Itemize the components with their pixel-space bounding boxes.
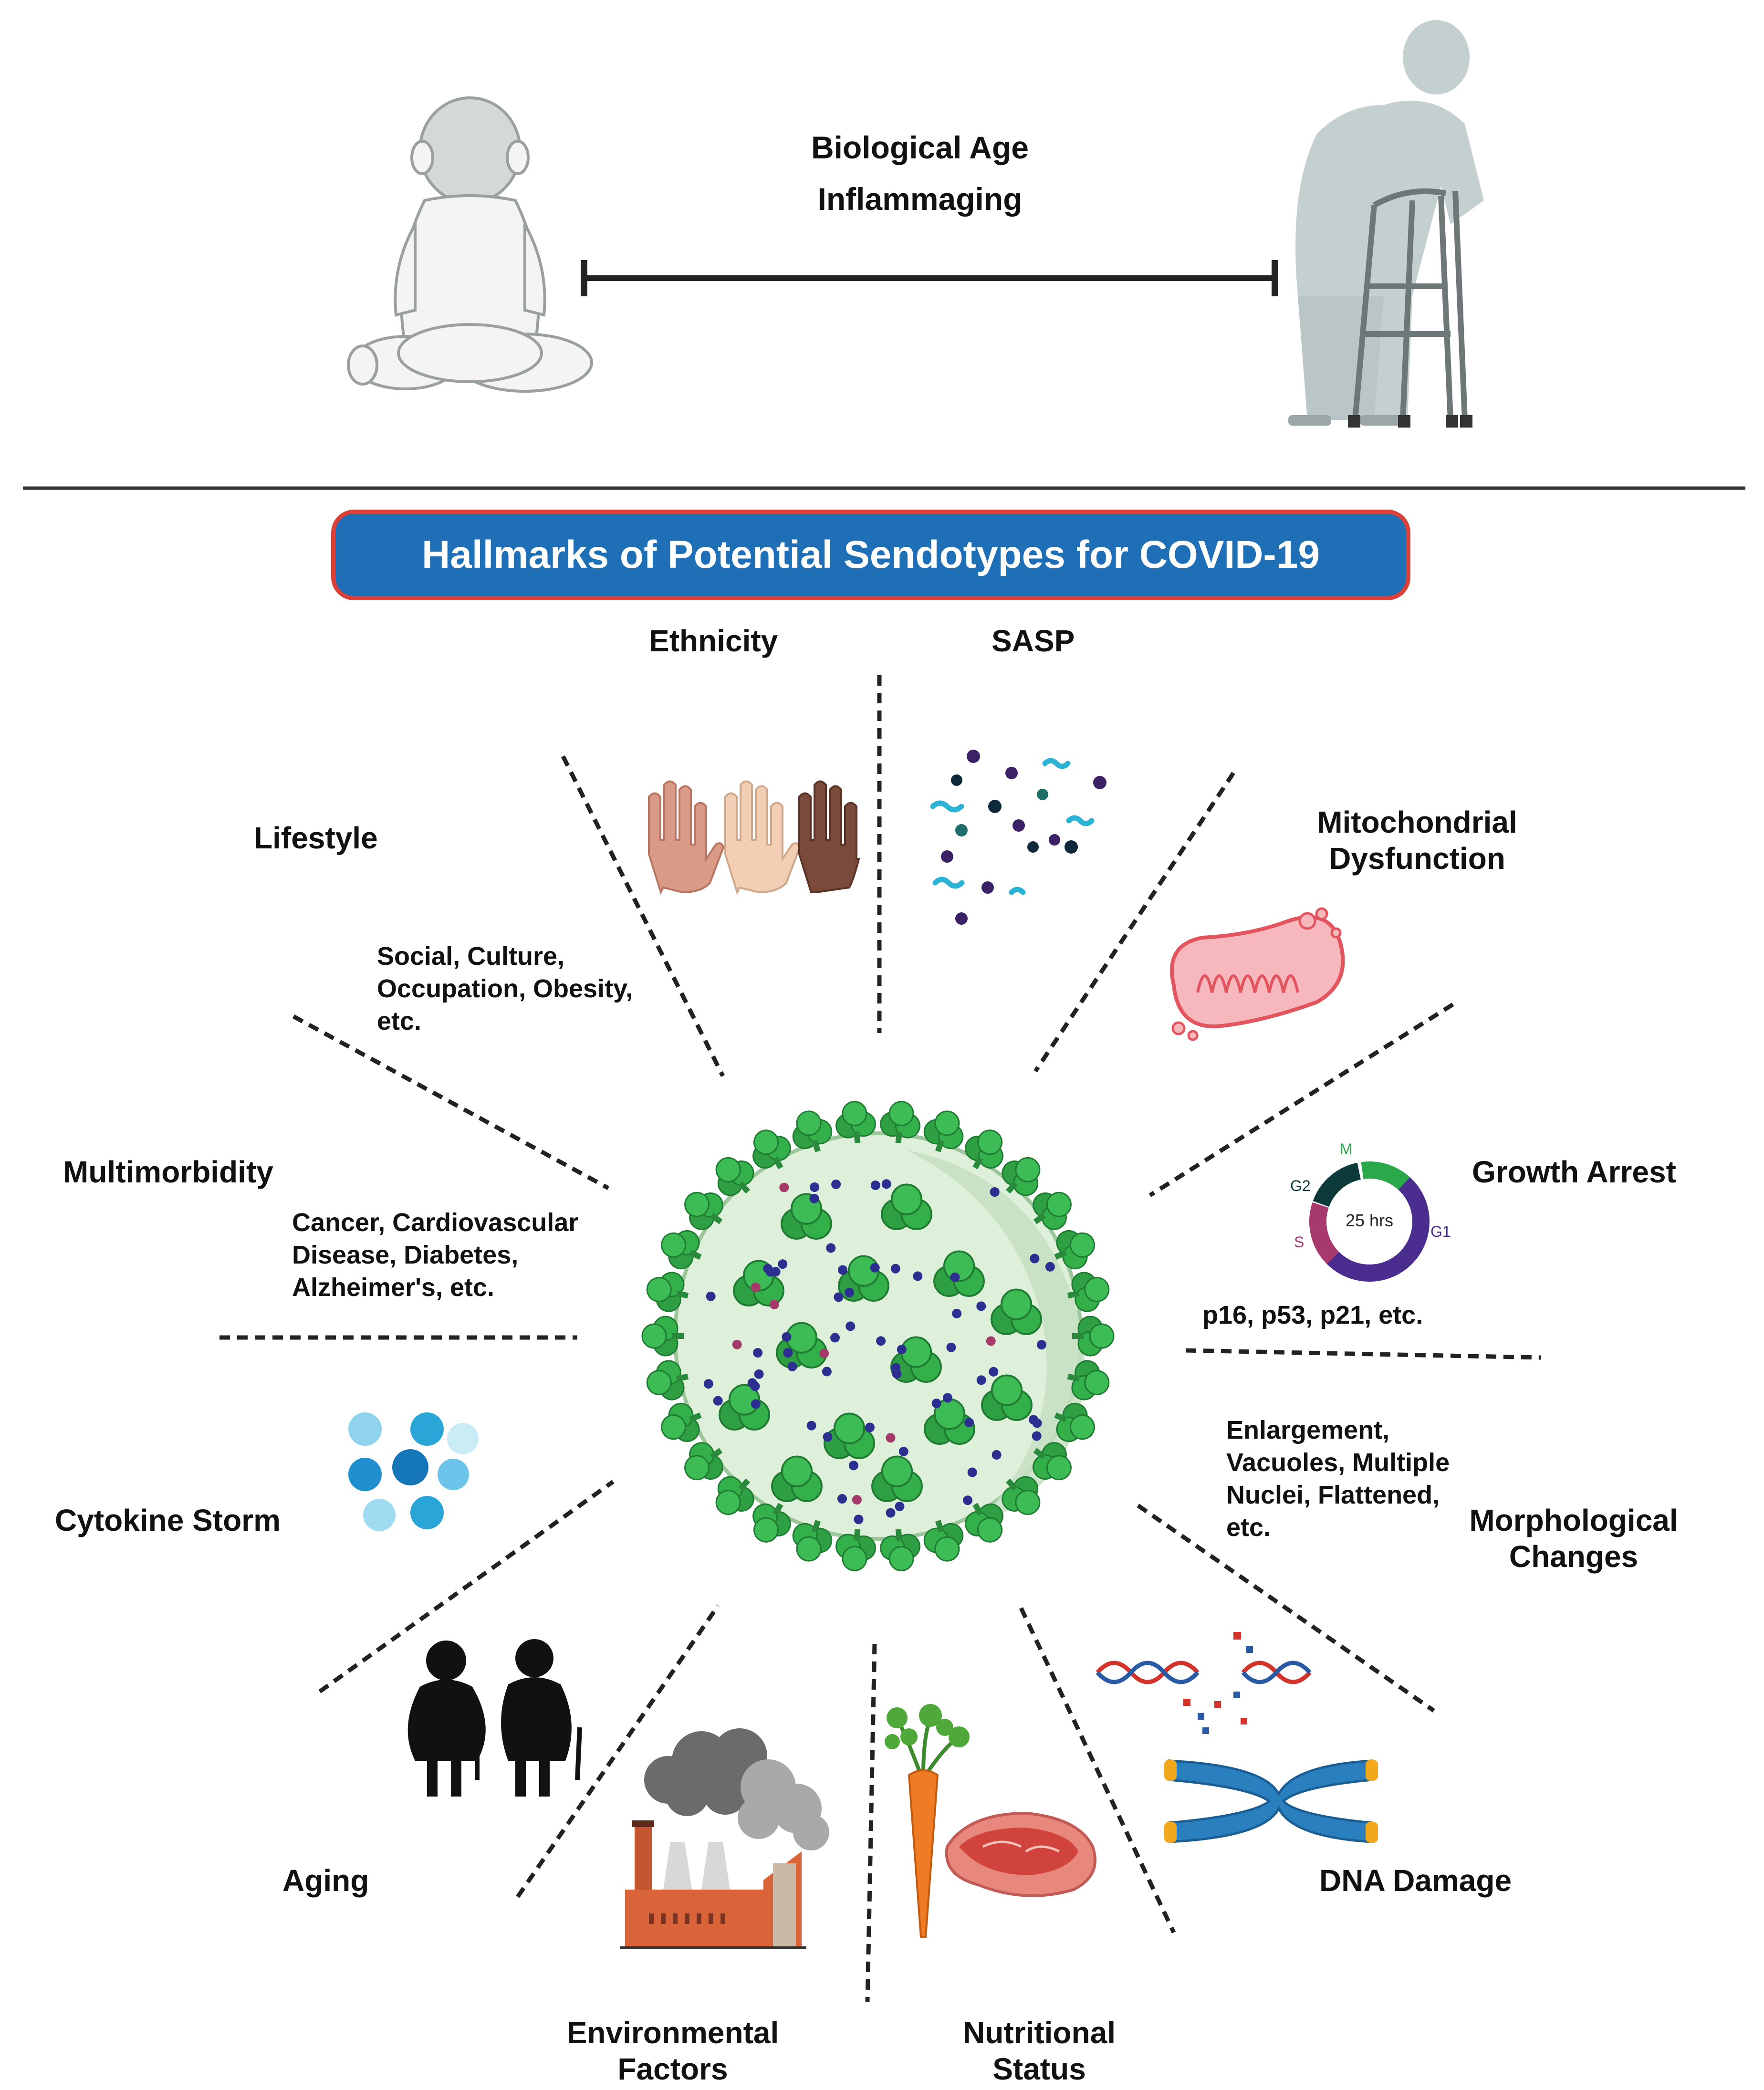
cell-cycle-m: M [1340,1140,1353,1158]
cytokine-storm-label: Cytokine Storm [55,1503,281,1537]
sasp-molecules-icon [930,750,1106,925]
lifestyle-label: Lifestyle [254,821,378,855]
timeline-labels: Biological Age Inflammaging [811,122,1029,225]
child-figure-icon [347,96,593,393]
carrot-icon [885,1704,970,1938]
elderly-walker-icon [1288,20,1484,428]
growth-arrest-detail: p16, p53, p21, etc. [1202,1301,1423,1329]
hands-icon [648,780,860,895]
multimorbidity-label: Multimorbidity [63,1155,273,1189]
cell-cycle-g2: G2 [1290,1177,1311,1194]
timeline-bar [581,260,1278,296]
factory-icon [620,1728,829,1949]
environmental-label: Environmental Factors [566,2016,779,2086]
growth-arrest-label: Growth Arrest [1472,1155,1676,1189]
mitochondrial-label: Mitochondrial Dysfunction [1317,805,1517,876]
aging-label: Aging [282,1863,369,1898]
chromosome-icon [1164,1759,1378,1843]
virus-icon [641,1098,1115,1574]
elderly-couple-icon [407,1639,582,1797]
ethnicity-label: Ethnicity [649,624,778,658]
morphological-label: Morphological Changes [1469,1503,1678,1574]
multimorbidity-detail: Cancer, Cardiovascular Disease, Diabetes… [292,1208,579,1302]
dna-strand-icon [1096,1632,1312,1734]
dna-damage-label: DNA Damage [1319,1863,1512,1898]
cytokine-icon [348,1412,479,1531]
hallmarks-banner: Hallmarks of Potential Sendotypes for CO… [331,510,1410,600]
biological-age-label: Biological Age [811,130,1029,165]
lifestyle-detail: Social, Culture, Occupation, Obesity, et… [377,942,633,1035]
cell-cycle-s: S [1294,1233,1305,1251]
steak-icon [945,1811,1096,1897]
banner-title: Hallmarks of Potential Sendotypes for CO… [422,533,1320,576]
cell-cycle-icon [1309,1161,1430,1282]
morphological-detail: Enlargement, Vacuoles, Multiple Nuclei, … [1226,1416,1450,1542]
dashed-spokes [219,675,1542,2002]
inflammaging-label: Inflammaging [817,181,1023,217]
cell-cycle-center: 25 hrs [1345,1211,1394,1230]
nutritional-label: Nutritional Status [963,2016,1116,2086]
cell-cycle-g1: G1 [1430,1223,1451,1240]
mitochondrion-icon [1170,907,1345,1041]
sasp-label: SASP [992,624,1075,658]
